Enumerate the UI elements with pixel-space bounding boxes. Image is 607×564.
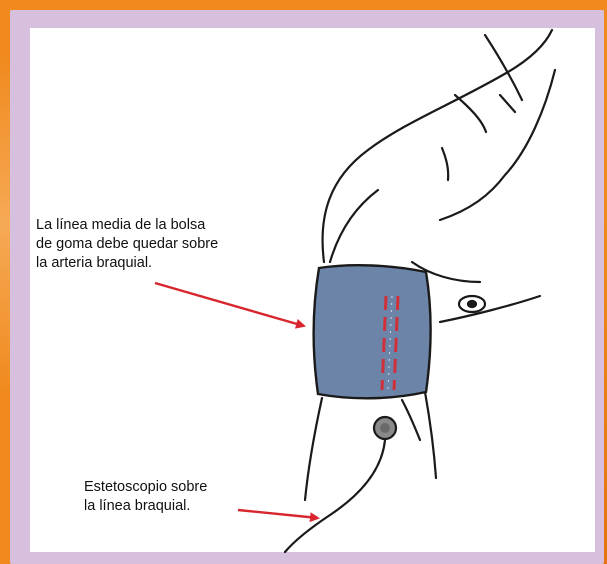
nipple-inner xyxy=(468,301,476,307)
torso-line xyxy=(440,296,540,322)
forearm-right-contour xyxy=(425,392,436,478)
cuff-midline-caption: La línea media de la bolsa de goma debe … xyxy=(36,216,296,273)
forearm-left-contour xyxy=(305,398,322,500)
clavicle-mark xyxy=(442,148,448,180)
cuff-arrow xyxy=(155,283,304,326)
chest-mark xyxy=(500,95,515,112)
shoulder-crease xyxy=(455,95,486,132)
arm-inner-contour xyxy=(330,190,378,262)
blood-pressure-cuff xyxy=(314,265,431,398)
chest-contour xyxy=(440,70,555,220)
elbow-line xyxy=(402,400,420,440)
stethoscope-chestpiece-inner xyxy=(380,423,390,433)
stethoscope-tube xyxy=(285,440,385,552)
stethoscope-caption: Estetoscopio sobre la línea braquial. xyxy=(84,478,284,516)
shoulder-outline xyxy=(323,30,552,262)
